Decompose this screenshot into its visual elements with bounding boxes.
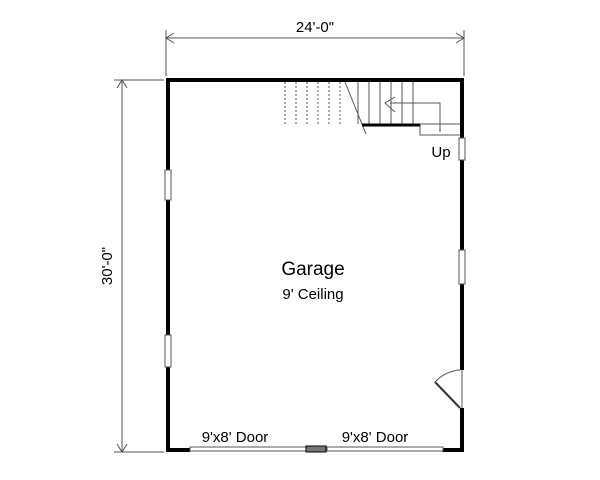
walls — [166, 78, 464, 452]
depth-dimension-label: 30'-0" — [99, 247, 116, 285]
window — [164, 169, 172, 201]
window — [458, 249, 466, 285]
garage-doors — [189, 445, 444, 453]
door-label: 9'x8' Door — [202, 429, 269, 446]
stairs — [284, 81, 460, 136]
side-door — [434, 369, 463, 409]
depth-dimension — [114, 79, 164, 453]
window — [164, 334, 172, 368]
garage-door — [326, 446, 444, 452]
width-dimension — [165, 30, 465, 76]
width-dimension-label: 24'-0" — [296, 19, 334, 36]
room-ceiling: 9' Ceiling — [282, 286, 343, 303]
door-post — [305, 445, 327, 453]
door-label: 9'x8' Door — [342, 429, 409, 446]
garage-door — [189, 446, 307, 452]
windows — [164, 137, 466, 368]
stairs-up-label: Up — [431, 144, 450, 161]
room-name: Garage — [281, 259, 344, 280]
window — [458, 137, 466, 161]
